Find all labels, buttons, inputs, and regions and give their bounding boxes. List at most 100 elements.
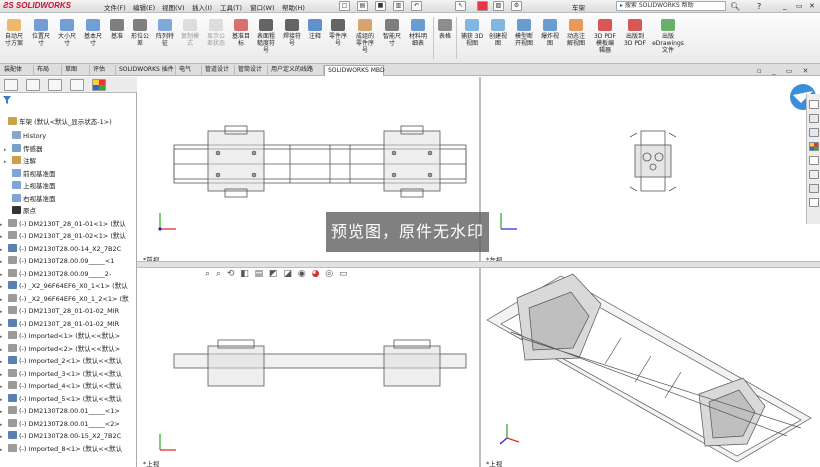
toolbar-button-2[interactable]: 大小尺 寸 bbox=[55, 13, 79, 64]
toolbar-button-15[interactable]: 智能尺 寸 bbox=[380, 13, 404, 64]
viewport-iso[interactable]: *上视 bbox=[481, 268, 820, 467]
close-icon[interactable]: ✕ bbox=[809, 2, 815, 10]
expand-arrow-icon[interactable]: ▸ bbox=[0, 396, 3, 403]
expand-arrow-icon[interactable]: ▸ bbox=[0, 246, 3, 253]
expand-arrow-icon[interactable]: ▸ bbox=[0, 234, 3, 240]
expand-arrow-icon[interactable]: ▸ bbox=[0, 321, 3, 328]
toolbar-button-1[interactable]: 位置尺 寸 bbox=[28, 13, 54, 64]
tab-3[interactable]: 评估 bbox=[90, 65, 116, 76]
viewport-horizontal-splitter[interactable] bbox=[137, 261, 820, 268]
tree-item[interactable]: ▸(-) DM2130T28.00.01_____<1> bbox=[0, 405, 137, 419]
toolbar-button-22[interactable]: 动态注 解视图 bbox=[563, 13, 589, 64]
undo-icon[interactable]: ↶ bbox=[411, 1, 422, 11]
expand-arrow-icon[interactable]: ▸ bbox=[0, 334, 3, 340]
viewport-top[interactable]: *上视 bbox=[138, 268, 479, 467]
tree-item[interactable]: ▸(-) DM2130T28.00.09_____2- bbox=[0, 268, 137, 282]
expand-arrow-icon[interactable]: ▸ bbox=[0, 409, 3, 415]
design-library-icon[interactable] bbox=[809, 114, 819, 123]
zoom-area-icon[interactable]: ⌕ bbox=[215, 269, 223, 279]
search-icon[interactable]: 🔍︎ bbox=[730, 2, 741, 11]
tree-item[interactable]: ▸(-) DM2130T28.00.09_____<1 bbox=[0, 255, 137, 269]
rebuild-icon[interactable] bbox=[477, 1, 488, 11]
property-tab-icon[interactable] bbox=[26, 79, 40, 91]
expand-arrow-icon[interactable]: ▸ bbox=[0, 434, 3, 440]
expand-arrow-icon[interactable]: ▸ bbox=[0, 359, 3, 365]
expand-arrow-icon[interactable]: ▸ bbox=[4, 146, 7, 153]
viewport-left[interactable]: *左视 bbox=[481, 77, 820, 264]
tree-root[interactable]: 车架 (默认<默认_显示状态-1>) bbox=[0, 116, 137, 129]
expand-arrow-icon[interactable]: ▸ bbox=[0, 309, 3, 315]
toolbar-button-24[interactable]: 出版到 3D PDF bbox=[621, 13, 649, 64]
toolbar-button-21[interactable]: 爆炸视 图 bbox=[538, 13, 562, 64]
viewport-vertical-splitter[interactable] bbox=[479, 77, 481, 467]
tree-item[interactable]: ▸(-) Imported_8<1> (默认<<默认 bbox=[0, 443, 137, 457]
expand-arrow-icon[interactable]: ▸ bbox=[0, 346, 3, 353]
toolbar-button-0[interactable]: 自动尺 寸方案 bbox=[1, 13, 27, 64]
tree-item[interactable]: ▸(-) Imported_5<1> (默认<<默认 bbox=[0, 393, 137, 407]
tree-item[interactable]: ▸(-) DM2130T_28_01-01-02_MIR bbox=[0, 305, 137, 319]
config-tab-icon[interactable] bbox=[48, 79, 62, 91]
menu-help[interactable]: 帮助(H) bbox=[282, 4, 305, 12]
filter-icon[interactable] bbox=[2, 95, 12, 105]
options-icon[interactable]: ⚙ bbox=[511, 1, 522, 11]
tab-0[interactable]: 装配体 bbox=[1, 65, 34, 76]
section-view-icon[interactable]: ◧ bbox=[240, 269, 251, 279]
new-doc-icon[interactable]: □ bbox=[339, 1, 350, 11]
tab-4[interactable]: SOLIDWORKS 插件 bbox=[116, 65, 176, 76]
menu-view[interactable]: 视图(V) bbox=[162, 4, 185, 12]
expand-arrow-icon[interactable]: ▸ bbox=[0, 384, 3, 390]
tab-9[interactable]: SOLIDWORKS MBD bbox=[324, 65, 385, 76]
expand-arrow-icon[interactable]: ▸ bbox=[0, 271, 3, 278]
tree-item[interactable]: ▸(-) DM2130T_28_01-01<1> (默认 bbox=[0, 218, 137, 232]
toolbar-button-4[interactable]: 基准 bbox=[107, 13, 127, 64]
tree-item[interactable]: ▸(-) _X2_96F64EF6_X0_1_2<1> (默 bbox=[0, 293, 137, 307]
view-settings-icon[interactable]: ▭ bbox=[339, 269, 350, 279]
view-palette-icon[interactable] bbox=[809, 170, 819, 179]
toolbar-button-20[interactable]: 模型断 开视图 bbox=[511, 13, 537, 64]
forum-icon[interactable] bbox=[809, 184, 819, 193]
expand-arrow-icon[interactable]: ▸ bbox=[0, 259, 3, 265]
toolbar-button-10[interactable]: 表面粗 糙度符 号 bbox=[253, 13, 279, 64]
expand-arrow-icon[interactable]: ▸ bbox=[4, 159, 7, 165]
save-icon[interactable]: ■ bbox=[375, 1, 386, 11]
tab-2[interactable]: 草图 bbox=[62, 65, 90, 76]
menu-tools[interactable]: 工具(T) bbox=[220, 4, 243, 12]
expand-arrow-icon[interactable]: ▸ bbox=[0, 371, 3, 378]
toolbar-button-7[interactable]: 复制模 式 bbox=[178, 13, 202, 64]
hide-show-icon[interactable]: ◉ bbox=[297, 269, 308, 279]
tree-item[interactable]: ▸传感器 bbox=[0, 143, 137, 157]
tab-6[interactable]: 管道设计 bbox=[202, 65, 235, 76]
scene-icon[interactable]: ◎ bbox=[325, 269, 335, 279]
toolbar-button-14[interactable]: 成组的 零件序 号 bbox=[351, 13, 379, 64]
open-icon[interactable]: ▤ bbox=[357, 1, 368, 11]
tree-item[interactable]: ▸(-) Imported<1> (默认<<默认> bbox=[0, 330, 137, 344]
help-icon[interactable]: ? bbox=[757, 2, 762, 11]
file-explorer-icon[interactable] bbox=[809, 128, 819, 137]
toolbar-button-12[interactable]: 注释 bbox=[305, 13, 325, 64]
tree-item[interactable]: ▸注解 bbox=[0, 155, 137, 169]
file-props-icon[interactable]: ▧ bbox=[493, 1, 504, 11]
toolbar-button-3[interactable]: 基本尺 寸 bbox=[80, 13, 106, 64]
help-search-input[interactable]: ▸ 搜索 SOLIDWORKS 帮助 bbox=[616, 1, 726, 11]
toolbar-button-18[interactable]: 捕获 3D 视图 bbox=[459, 13, 485, 64]
dim-expert-tab-icon[interactable] bbox=[70, 79, 84, 91]
tree-item[interactable]: 前视基准面 bbox=[0, 168, 137, 181]
toolbar-button-17[interactable]: 表格 bbox=[436, 13, 454, 64]
view-orientation-icon[interactable]: ◩ bbox=[269, 269, 280, 279]
toolbar-button-25[interactable]: 出版 eDrawings 文件 bbox=[650, 13, 686, 64]
menu-file[interactable]: 文件(F) bbox=[104, 4, 126, 12]
tree-item[interactable]: ▸(-) Imported_2<1> (默认<<默认 bbox=[0, 355, 137, 369]
display-style-icon[interactable]: ◪ bbox=[283, 269, 294, 279]
select-icon[interactable]: ↖ bbox=[455, 1, 466, 11]
display-tab-icon[interactable] bbox=[92, 79, 106, 91]
tree-item[interactable]: ▸(-) DM2130T28.00.01_____<2> bbox=[0, 418, 137, 432]
tree-item[interactable]: ▸(-) DM2130T28.00-14_X2_7B2C bbox=[0, 243, 137, 257]
menu-edit[interactable]: 编辑(E) bbox=[133, 4, 156, 12]
toolbar-button-5[interactable]: 形位公 差 bbox=[128, 13, 152, 64]
toolbar-button-8[interactable]: 显示公 差状态 bbox=[203, 13, 229, 64]
appearances-icon[interactable] bbox=[809, 142, 819, 151]
toolbar-button-16[interactable]: 材料明 细表 bbox=[405, 13, 431, 64]
previous-view-icon[interactable]: ⟲ bbox=[226, 269, 236, 279]
expand-arrow-icon[interactable]: ▸ bbox=[0, 296, 3, 303]
tree-item[interactable]: ▸(-) DM2130T_28_01-02<1> (默认 bbox=[0, 230, 137, 244]
